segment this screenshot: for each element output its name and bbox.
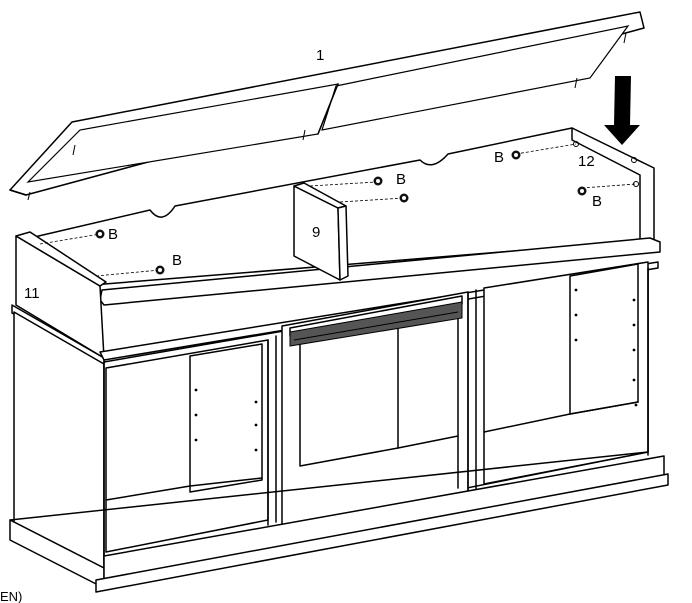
label-hardware-b-4: B (494, 149, 504, 166)
down-arrow-icon (604, 76, 640, 145)
footer-fragment: EN) (0, 589, 22, 603)
label-hardware-b-3: B (396, 171, 406, 188)
assembly-guides (39, 143, 637, 277)
shelf-pin-holes (194, 288, 638, 452)
center-divider (293, 182, 349, 281)
cam-bolt-icon (95, 141, 639, 275)
label-part-11: 11 (24, 285, 40, 302)
label-hardware-b-1: B (108, 226, 118, 243)
label-part-1: 1 (316, 47, 324, 64)
cabinet-body (9, 127, 669, 593)
label-part-9: 9 (312, 224, 320, 241)
label-hardware-b-2: B (172, 252, 182, 269)
label-part-12: 12 (578, 153, 595, 170)
label-hardware-b-5: B (592, 193, 602, 210)
fireplace-vent-grille (289, 301, 463, 347)
top-glass-lid (9, 11, 645, 201)
